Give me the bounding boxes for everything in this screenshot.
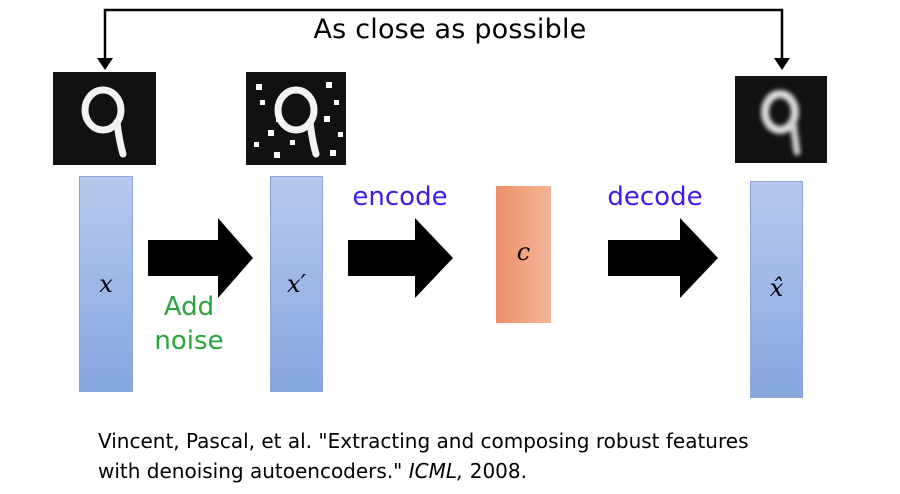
citation-venue: ICML, bbox=[408, 459, 464, 483]
input-variable-label: x bbox=[99, 270, 113, 298]
citation-line1: Vincent, Pascal, et al. "Extracting and … bbox=[98, 429, 749, 453]
reconstructed-digit-image bbox=[735, 76, 827, 163]
encode-arrow bbox=[348, 218, 453, 298]
arrowhead-left bbox=[97, 58, 113, 70]
decode-arrow bbox=[608, 218, 718, 298]
top-label: As close as possible bbox=[313, 14, 587, 45]
code-bar: c bbox=[496, 186, 551, 323]
reconstruction-vector-bar: x̂ bbox=[750, 181, 803, 398]
input-vector-bar: x bbox=[79, 176, 133, 392]
arrowhead-right bbox=[774, 58, 790, 70]
citation-year: 2008. bbox=[463, 459, 527, 483]
add-noise-label: Add noise bbox=[140, 290, 238, 358]
citation-line2: with denoising autoencoders." ICML, 2008… bbox=[98, 456, 749, 486]
reconstruction-variable-label: x̂ bbox=[769, 274, 784, 302]
digit-nine-icon bbox=[81, 86, 127, 158]
blurry-digit-nine-icon bbox=[761, 90, 801, 156]
feedback-line bbox=[103, 8, 784, 60]
input-digit-image bbox=[53, 72, 156, 165]
add-noise-arrow bbox=[148, 218, 253, 298]
code-variable-label: c bbox=[516, 238, 531, 266]
noisy-vector-bar: x′ bbox=[270, 176, 323, 392]
add-noise-label-line1: Add bbox=[163, 292, 215, 322]
noisy-digit-image bbox=[246, 72, 346, 165]
noisy-digit-nine-icon bbox=[254, 82, 343, 158]
citation: Vincent, Pascal, et al. "Extracting and … bbox=[98, 426, 749, 486]
encode-label: encode bbox=[352, 182, 448, 212]
decode-label: decode bbox=[607, 182, 703, 212]
citation-line2-prefix: with denoising autoencoders." bbox=[98, 459, 409, 483]
noisy-variable-label: x′ bbox=[287, 270, 306, 298]
add-noise-label-line2: noise bbox=[154, 326, 224, 356]
